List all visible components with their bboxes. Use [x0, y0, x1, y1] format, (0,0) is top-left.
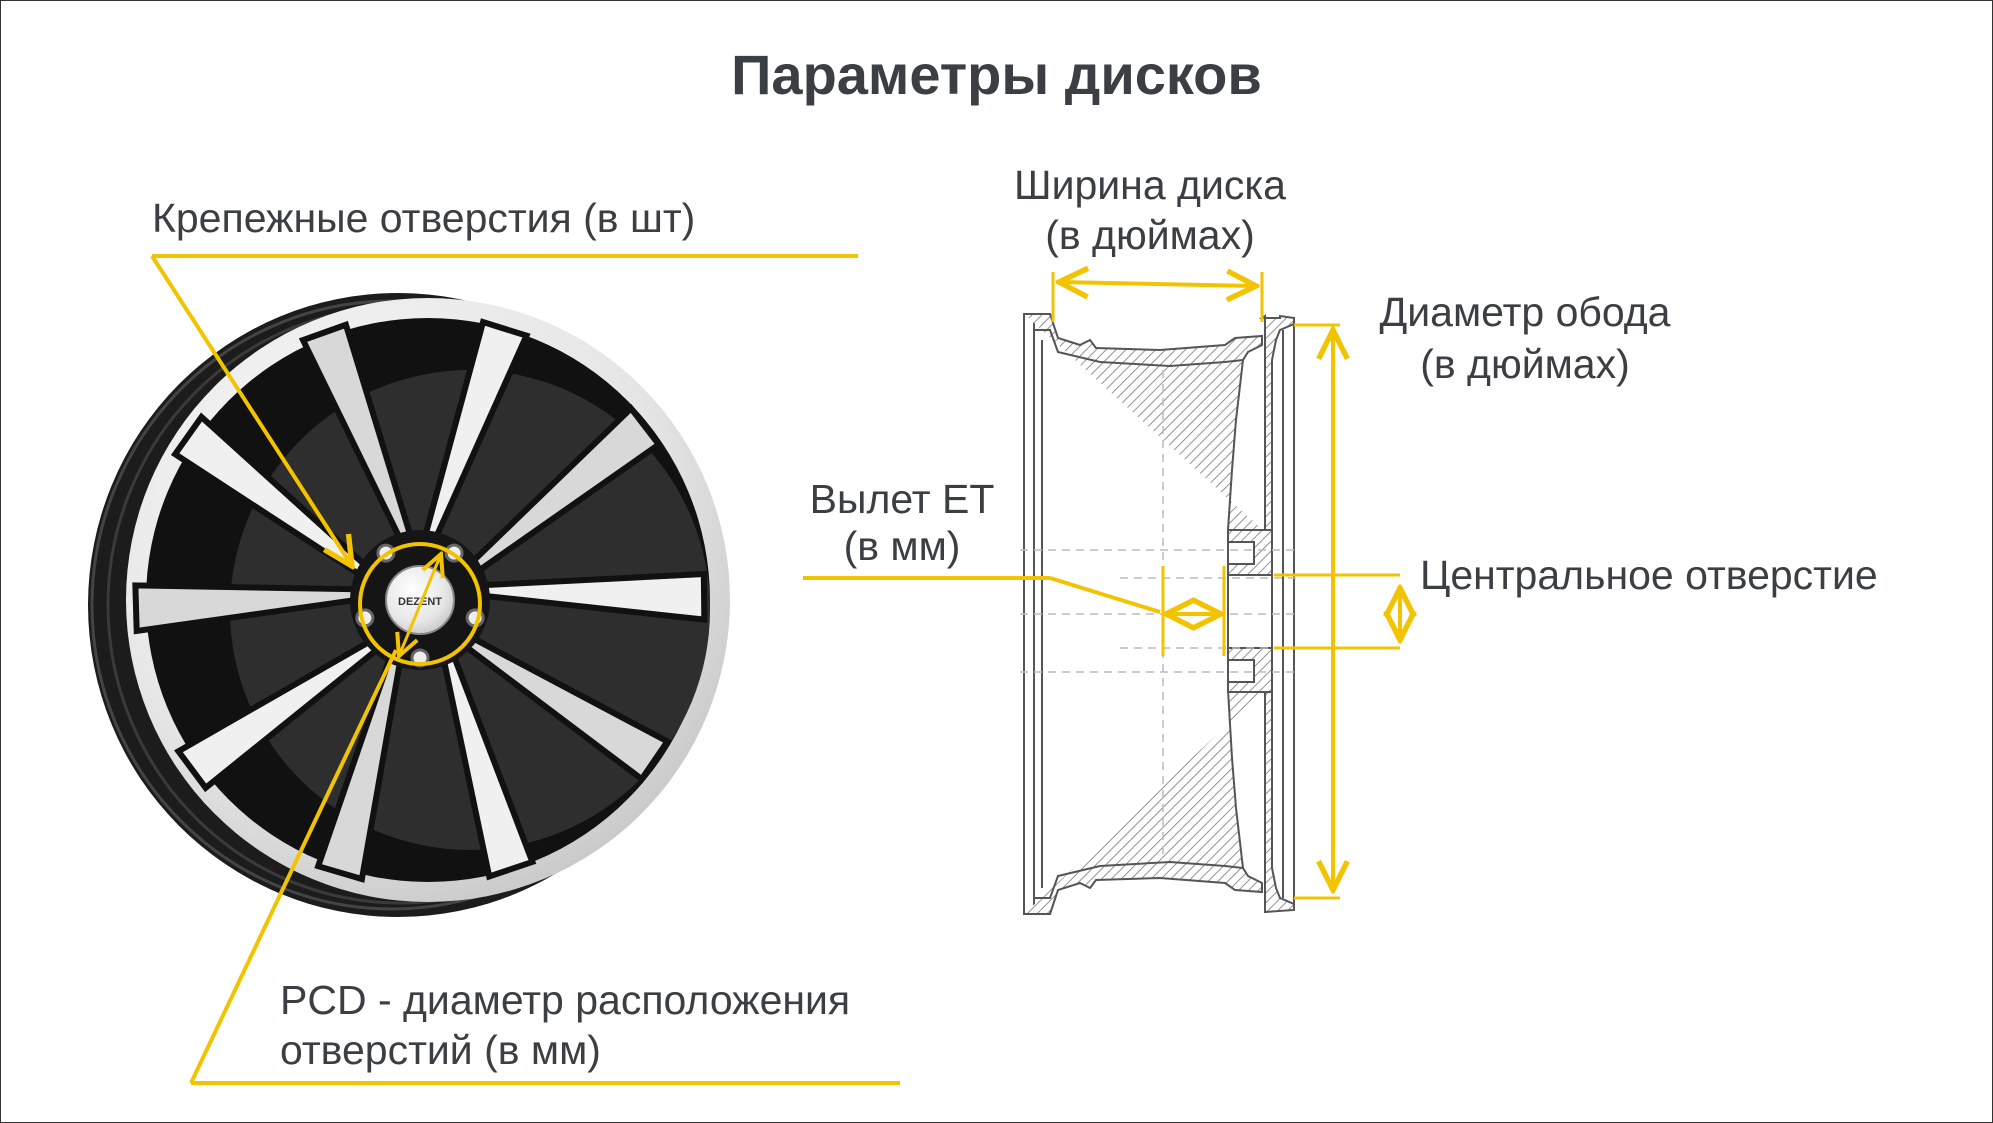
page-title: Параметры дисков — [731, 43, 1262, 106]
pcd-label-line1: PCD - диаметр расположения — [280, 977, 851, 1023]
pcd-circle — [358, 542, 482, 666]
pcd-label-line2: отверстий (в мм) — [280, 1027, 601, 1073]
wheel-photo: DEZENT — [88, 293, 730, 917]
pcd-leader — [189, 649, 398, 1084]
offset-label-line1: Вылет ЕТ — [809, 476, 995, 522]
right-annotations — [803, 272, 1400, 900]
bolt-holes-leader — [150, 254, 352, 566]
diameter-label-line1: Диаметр обода — [1379, 289, 1671, 335]
rim-cross-section — [1020, 313, 1300, 915]
pcd-arrow — [399, 554, 441, 656]
left-annotations — [150, 254, 900, 1085]
center-bore-label: Центральное отверстие — [1420, 552, 1878, 598]
width-arrow — [1059, 282, 1256, 286]
wheel-spokes — [132, 318, 708, 883]
width-label-line1: Ширина диска — [1014, 162, 1286, 208]
bolt-holes-label: Крепежные отверстия (в шт) — [152, 195, 696, 241]
diameter-label-line2: (в дюймах) — [1420, 341, 1630, 387]
width-label-line2: (в дюймах) — [1045, 212, 1255, 258]
offset-label-line2: (в мм) — [843, 523, 961, 569]
